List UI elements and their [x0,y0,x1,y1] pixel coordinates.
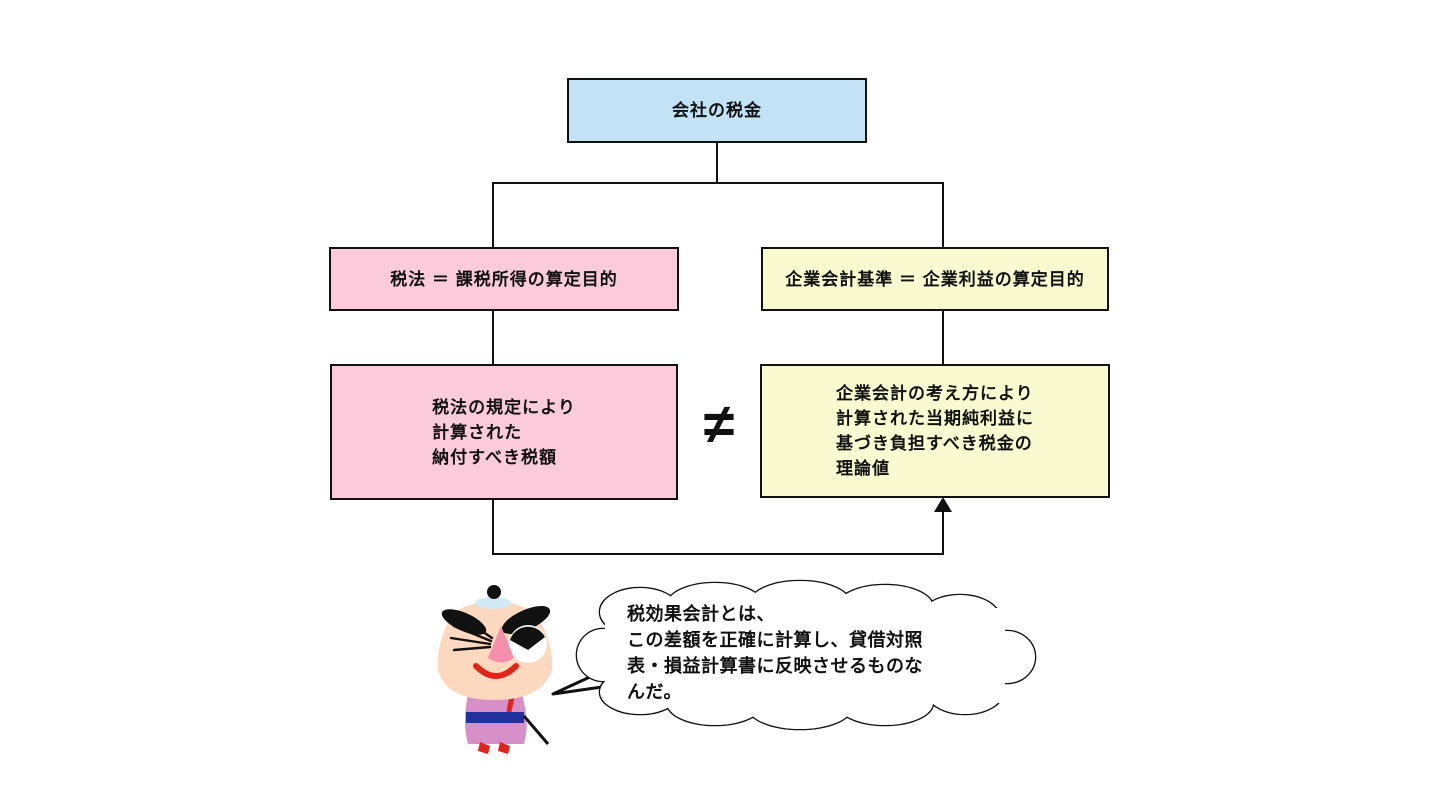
connector-bottom-left-drop [492,499,494,555]
tax-detail-line: 納付すべき税額 [432,447,557,467]
speech-line: んだ。 [627,682,682,702]
box-tax-amount-detail: 税法の規定により 計算された 納付すべき税額 [330,364,678,500]
speech-bubble: 税効果会計とは、 この差額を正確に計算し、貸借対照 表・損益計算書に反映させるも… [545,578,1047,740]
tax-detail-line: 計算された [432,422,523,442]
box-tax-law-header: 税法 ＝ 課税所得の算定目的 [329,247,679,311]
sumo-character-icon [437,585,553,754]
arrowhead-up-icon [934,497,952,512]
box-tax-law-header-label: 税法 ＝ 課税所得の算定目的 [390,269,618,289]
speech-line: この差額を正確に計算し、貸借対照 [627,630,923,650]
box-theoretical-tax-detail: 企業会計の考え方により 計算された当期純利益に 基づき負担すべき税金の 理論値 [760,364,1110,498]
connector-mid-left-drop [492,310,494,366]
connector-bottom-horizontal [492,553,944,555]
box-company-tax-label: 会社の税金 [672,101,762,120]
connector-mid-right-drop [942,310,944,366]
box-accounting-standard-header-label: 企業会計基準 ＝ 企業利益の算定目的 [785,269,1085,289]
sumo-character-illustration [424,578,564,760]
theoretical-tax-detail-line: 計算された当期純利益に [836,409,1034,428]
connector-root-drop [716,143,718,184]
tax-detail-line: 税法の規定により [432,397,576,417]
speech-bubble-text: 税効果会計とは、 この差額を正確に計算し、貸借対照 表・損益計算書に反映させるも… [627,601,1027,705]
connector-top-right-drop [942,182,944,248]
connector-top-left-drop [492,182,494,248]
not-equal-symbol: ≠ [703,392,735,455]
box-accounting-standard-header: 企業会計基準 ＝ 企業利益の算定目的 [761,247,1109,311]
speech-line: 税効果会計とは、 [627,604,775,624]
speech-bubble-outline [551,579,1037,731]
connector-bottom-right-rise [942,510,944,555]
theoretical-tax-detail-line: 企業会計の考え方により [836,384,1034,403]
box-company-tax: 会社の税金 [567,78,867,143]
theoretical-tax-detail-lines: 企業会計の考え方により 計算された当期純利益に 基づき負担すべき税金の 理論値 [836,381,1034,481]
tax-detail-lines: 税法の規定により 計算された 納付すべき税額 [432,395,576,470]
connector-top-horizontal [492,182,944,184]
theoretical-tax-detail-line: 理論値 [836,459,890,478]
speech-line: 表・損益計算書に反映させるものな [627,656,923,676]
theoretical-tax-detail-line: 基づき負担すべき税金の [836,434,1033,453]
